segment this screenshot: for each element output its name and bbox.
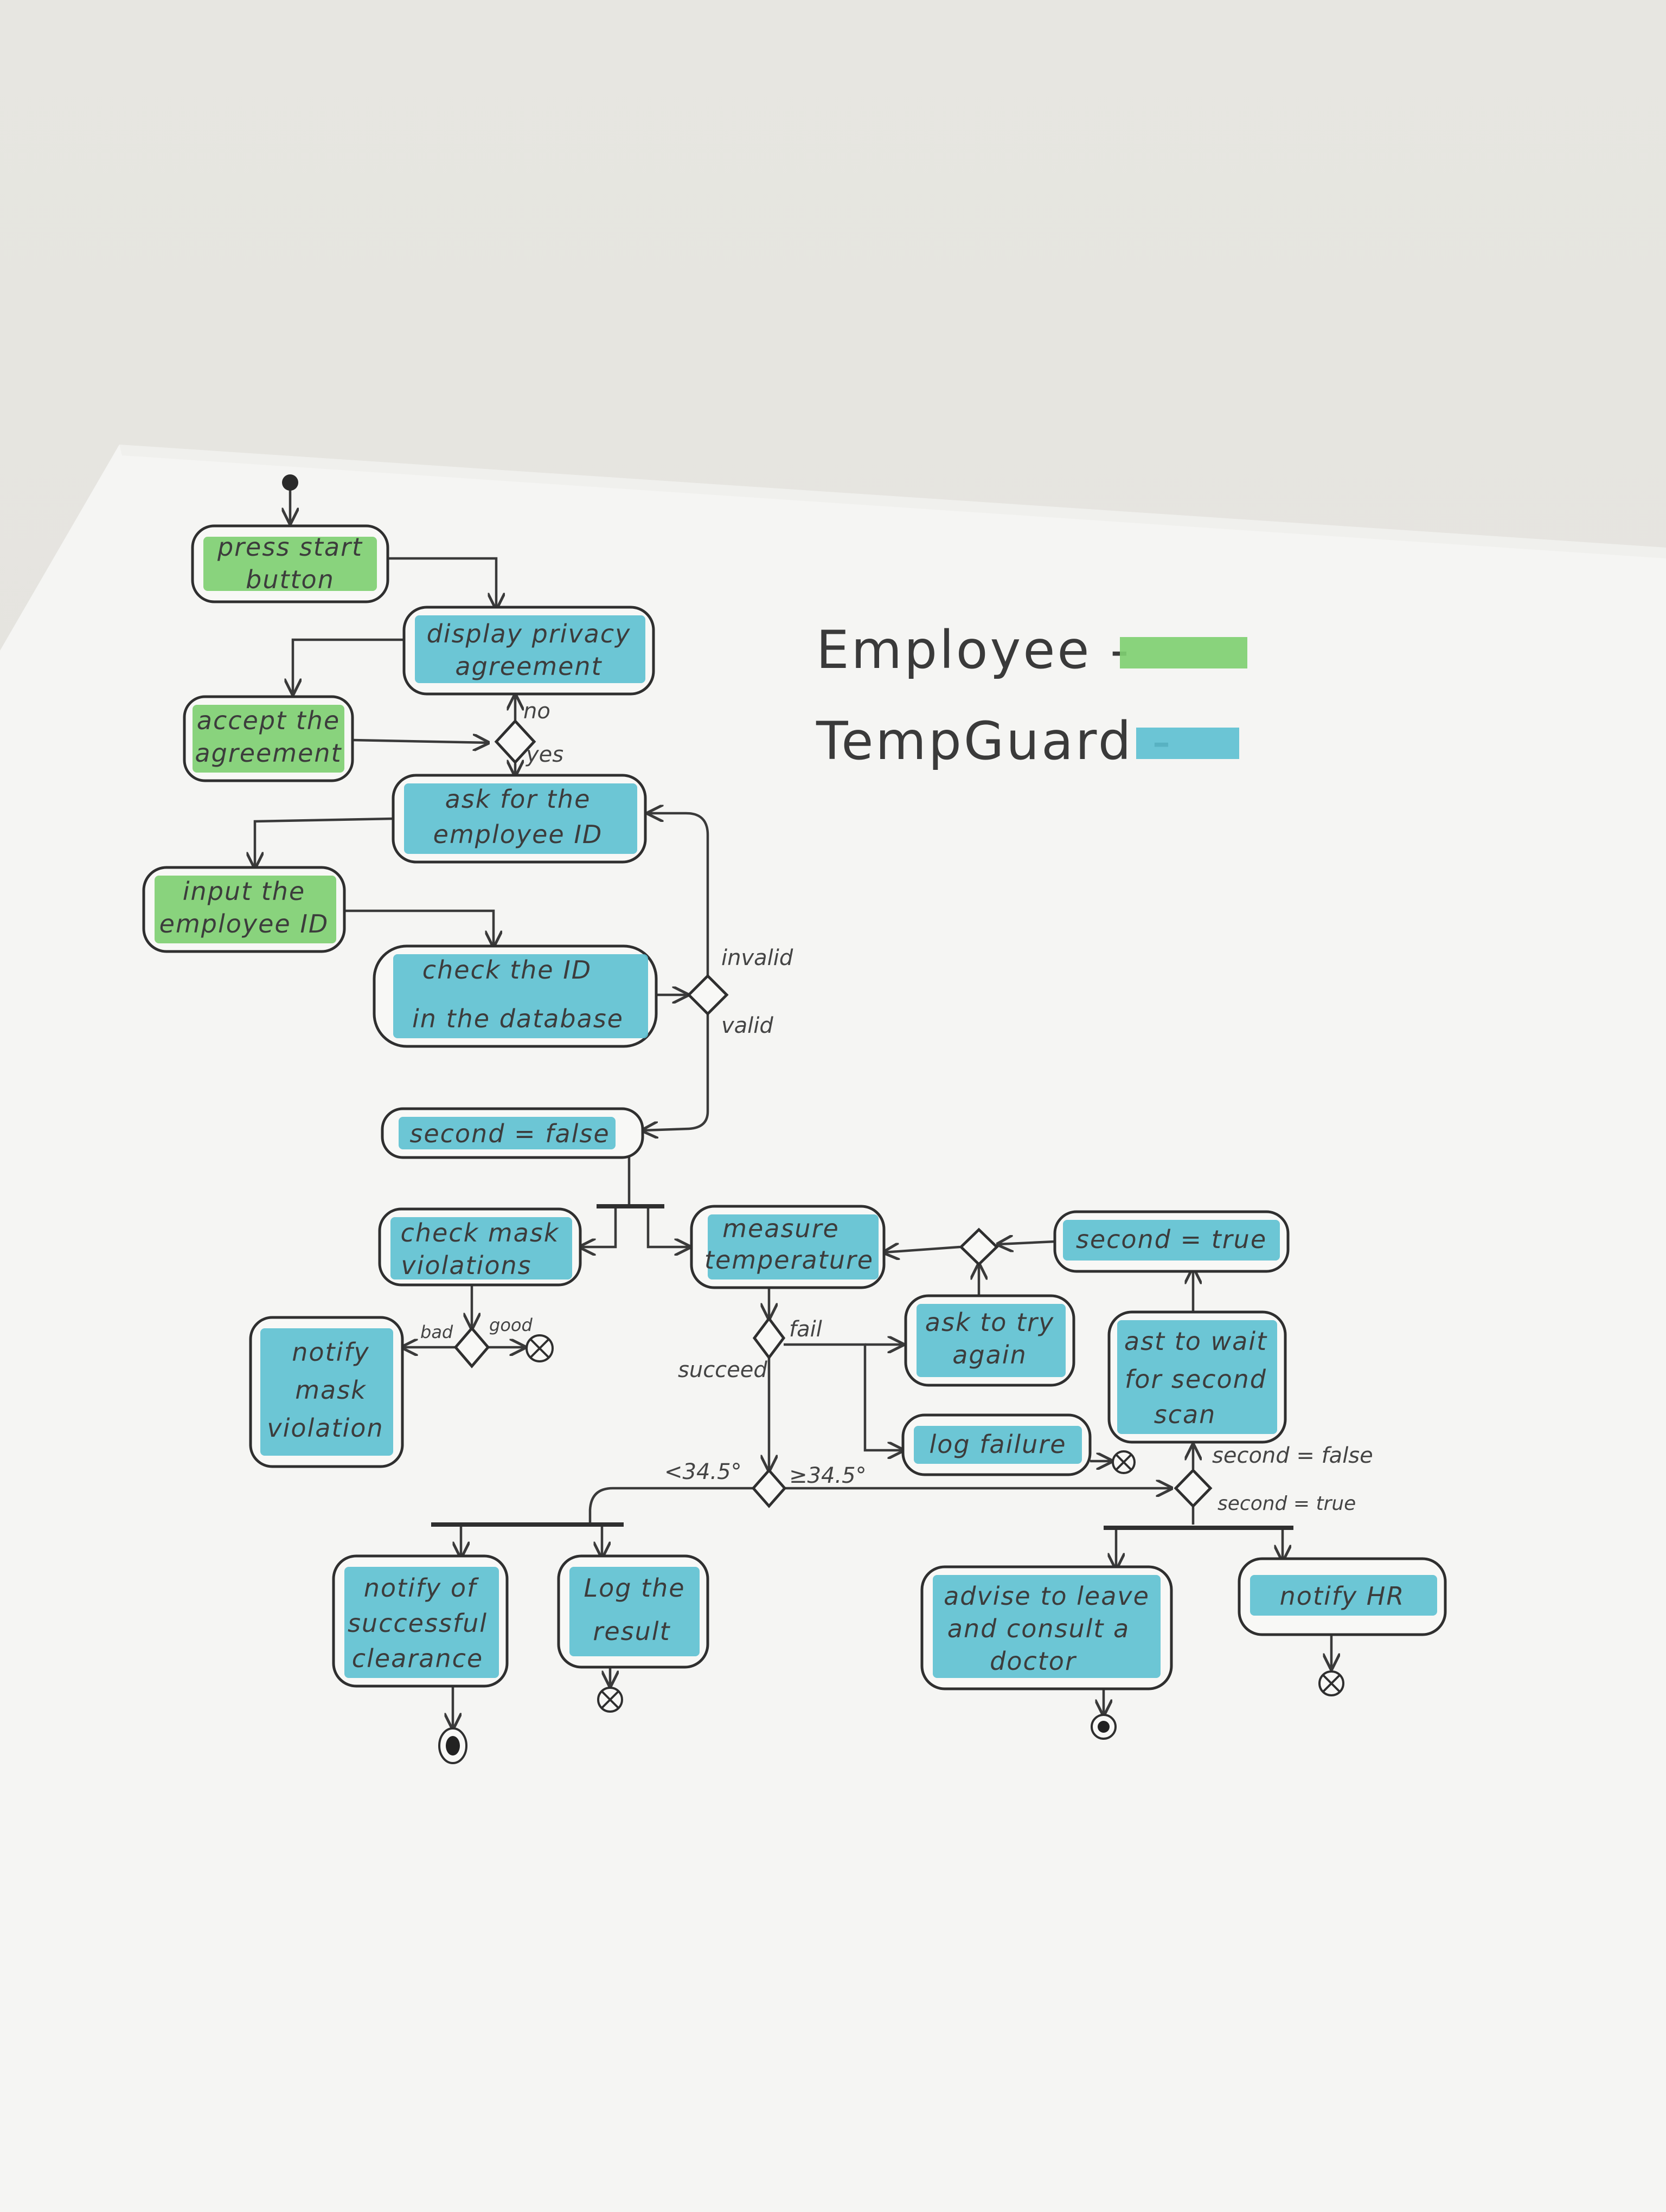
label-second-true: second = true <box>1218 1493 1356 1515</box>
node-check-id: check the ID in the database <box>373 944 658 1048</box>
node-press-start-line1: press start <box>217 532 363 562</box>
node-check-mask: check mask violations <box>378 1207 582 1287</box>
node-input-id: input the employee ID <box>142 866 346 953</box>
node-notify-clearance-line2: successful <box>348 1609 488 1638</box>
node-display-privacy: display privacy agreement <box>402 606 655 696</box>
node-measure-temp-line2: temperature <box>704 1245 874 1275</box>
node-check-mask-line1: check mask <box>401 1218 560 1248</box>
decision-mask <box>453 1326 490 1368</box>
node-input-id-line2: employee ID <box>159 909 329 938</box>
node-display-privacy-line2: agreement <box>455 652 602 681</box>
node-notify-mask-line2: mask <box>295 1375 367 1405</box>
node-press-start-line2: button <box>246 565 335 594</box>
node-advise-leave-line2: and consult a <box>947 1614 1130 1643</box>
label-less-than: <34.5° <box>664 1459 742 1484</box>
decisions <box>453 719 1213 1508</box>
legend: Employee - TempGuard - <box>816 620 1247 771</box>
node-measure-temp-line1: measure <box>722 1214 840 1243</box>
edge-labels: no yes invalid valid bad good fail succe… <box>420 699 1373 1515</box>
label-bad: bad <box>420 1322 453 1342</box>
node-log-failure-text: log failure <box>929 1430 1066 1459</box>
legend-tempguard-label: TempGuard - <box>816 711 1173 771</box>
legend-employee-swatch <box>1120 637 1247 668</box>
node-advise-leave-line3: doctor <box>990 1647 1077 1676</box>
paper-sheet <box>0 445 1666 2212</box>
node-ask-wait: ast to wait for second scan <box>1107 1310 1287 1444</box>
node-check-id-line1: check the ID <box>422 955 592 985</box>
activity-final-advise <box>1091 1714 1117 1740</box>
decision-temperature <box>751 1468 787 1508</box>
decision-measure <box>752 1316 786 1360</box>
label-greater-equal: ≥34.5° <box>789 1463 867 1488</box>
edges <box>255 488 1331 1728</box>
node-second-true: second = true <box>1053 1210 1290 1273</box>
node-notify-mask-line3: violation <box>267 1413 383 1443</box>
flow-final-log-failure <box>1112 1450 1136 1474</box>
label-succeed: succeed <box>678 1358 767 1382</box>
node-ask-wait-line2: for second <box>1125 1365 1267 1394</box>
node-second-false: second = false <box>381 1107 644 1159</box>
node-ask-id: ask for the employee ID <box>392 774 647 864</box>
label-fail: fail <box>789 1317 822 1342</box>
node-ask-id-line1: ask for the <box>445 785 591 814</box>
fork-bars <box>431 1204 1293 1530</box>
node-ask-wait-line3: scan <box>1154 1400 1216 1429</box>
node-notify-hr-text: notify HR <box>1280 1581 1405 1611</box>
node-ask-try-again-line2: again <box>952 1340 1027 1369</box>
node-notify-mask: notify mask violation <box>249 1316 404 1468</box>
node-log-result-line2: result <box>593 1617 670 1646</box>
legend-employee-label: Employee - <box>816 620 1131 680</box>
node-press-start: press start button <box>191 524 389 603</box>
node-check-mask-line2: violations <box>401 1251 531 1280</box>
decision-retry <box>959 1227 999 1266</box>
start-node <box>282 474 298 491</box>
node-accept-agreement-line1: accept the <box>197 706 340 735</box>
node-log-failure: log failure <box>901 1413 1092 1476</box>
node-accept-agreement-line2: agreement <box>195 738 342 768</box>
label-good: good <box>489 1315 533 1335</box>
node-log-result: Log the result <box>557 1554 709 1669</box>
flow-final-notify-hr <box>1318 1670 1344 1696</box>
flow-final-log-result <box>597 1687 623 1713</box>
node-display-privacy-line1: display privacy <box>427 619 631 648</box>
node-second-true-text: second = true <box>1076 1225 1267 1254</box>
node-ask-wait-line1: ast to wait <box>1124 1327 1267 1356</box>
activity-final-clearance <box>438 1727 467 1764</box>
node-measure-temp: measure temperature <box>690 1205 886 1289</box>
node-notify-clearance-line1: notify of <box>364 1573 479 1603</box>
node-check-id-line2: in the database <box>412 1004 624 1033</box>
label-yes: yes <box>526 742 563 767</box>
node-ask-try-again: ask to try again <box>904 1294 1075 1387</box>
node-notify-mask-line1: notify <box>292 1338 370 1367</box>
legend-tempguard-swatch <box>1136 728 1239 759</box>
label-second-false: second = false <box>1212 1443 1373 1468</box>
flow-final-mask <box>526 1334 554 1362</box>
node-notify-hr: notify HR <box>1238 1557 1447 1636</box>
node-ask-id-line2: employee ID <box>433 820 603 849</box>
label-valid: valid <box>721 1013 773 1038</box>
node-ask-try-again-line1: ask to try <box>925 1308 1054 1337</box>
node-advise-leave: advise to leave and consult a doctor <box>920 1565 1173 1690</box>
node-log-result-line1: Log the <box>584 1573 685 1603</box>
decision-agreement <box>494 719 536 764</box>
label-no: no <box>523 699 550 724</box>
node-advise-leave-line1: advise to leave <box>944 1581 1150 1611</box>
node-second-false-text: second = false <box>409 1119 610 1148</box>
decision-id-valid <box>687 974 729 1016</box>
label-invalid: invalid <box>721 946 793 970</box>
node-notify-clearance: notify of successful clearance <box>332 1554 509 1688</box>
node-notify-clearance-line3: clearance <box>352 1644 483 1673</box>
node-accept-agreement: accept the agreement <box>183 695 354 782</box>
node-input-id-line1: input the <box>183 877 305 906</box>
decision-second <box>1174 1468 1213 1508</box>
